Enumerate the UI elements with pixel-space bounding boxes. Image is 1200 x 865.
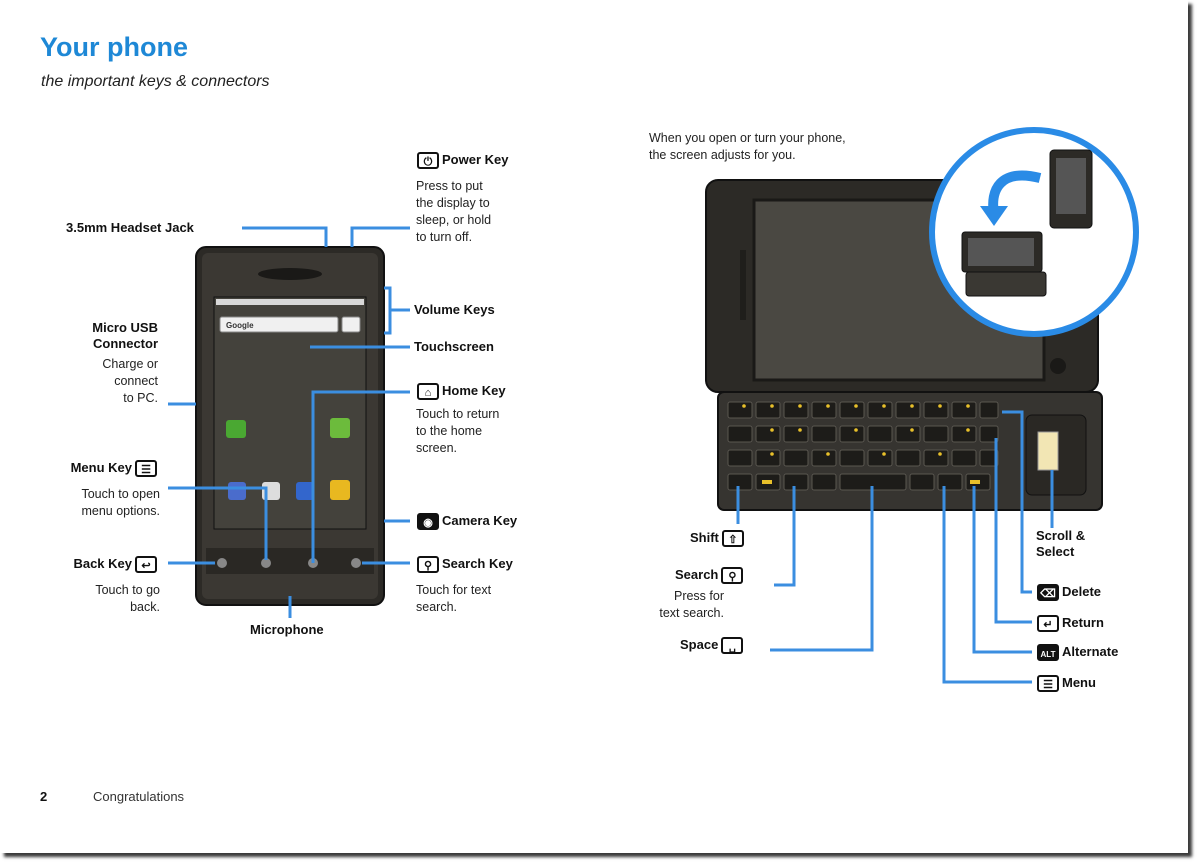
power-key-desc: Press to put the display to sleep, or ho…	[416, 179, 492, 244]
search-icon: ⚲	[417, 556, 439, 574]
right-phone-illustration	[705, 127, 1139, 684]
shift-icon: ⇧	[721, 530, 744, 548]
earpiece	[258, 268, 322, 280]
search-label: Search⚲	[675, 567, 746, 585]
headset-jack-label: 3.5mm Headset Jack	[66, 220, 194, 235]
return-icon: ↵	[1037, 615, 1059, 633]
delete-icon: ⌫	[1037, 584, 1059, 602]
callout-home-key	[311, 390, 410, 563]
page-title: Your phone	[40, 32, 188, 62]
menu-icon: ☰	[135, 460, 157, 478]
section-name: Congratulations	[93, 789, 185, 804]
microphone-label: Microphone	[250, 622, 324, 637]
intro-text: When you open or turn your phone, the sc…	[649, 131, 846, 162]
camera-icon: ◉	[417, 513, 439, 531]
callout-delete	[1002, 410, 1032, 594]
power-key-label: ⏻Power Key	[414, 152, 508, 170]
callout-menu-key	[168, 486, 268, 560]
shift-label: Shift⇧	[690, 530, 747, 548]
home-icon: ⌂	[417, 383, 439, 401]
back-icon: ↩	[135, 556, 157, 574]
back-key-desc: Touch to go back.	[95, 583, 160, 614]
menu-icon: ☰	[1037, 675, 1059, 693]
camera-key-label: ◉Camera Key	[414, 513, 517, 531]
back-key-label: Back Key↩	[30, 556, 160, 574]
callout-power-key	[350, 226, 410, 247]
volume-keys-label: Volume Keys	[414, 302, 495, 317]
callout-return	[994, 438, 1032, 624]
home-key-desc: Touch to return to the home screen.	[416, 407, 500, 455]
page-subtitle: the important keys & connectors	[41, 73, 270, 90]
power-icon: ⏻	[417, 152, 439, 170]
touchscreen-label: Touchscreen	[414, 339, 494, 354]
search-key-label: ⚲Search Key	[414, 556, 513, 574]
page-number: 2	[40, 789, 48, 804]
return-label: ↵Return	[1034, 615, 1104, 633]
callout-headset-jack	[242, 226, 328, 247]
screen-search-text: Google	[226, 321, 254, 330]
home-key-label: ⌂Home Key	[414, 383, 506, 401]
app-icon	[330, 418, 350, 438]
micro-usb-desc: Charge or connect to PC.	[102, 357, 158, 405]
app-icon	[226, 420, 246, 438]
app-icon	[296, 482, 314, 500]
alt-icon: ALT	[1037, 644, 1059, 662]
delete-label: ⌫Delete	[1034, 584, 1101, 602]
menu-key-label: Menu Key☰	[30, 460, 160, 478]
scroll-select-label: Scroll & Select	[1036, 528, 1086, 559]
keyboard-keys	[727, 401, 999, 491]
app-icon	[330, 480, 350, 500]
manual-page: Your phone the important keys & connecto…	[30, 32, 1139, 804]
space-icon: ␣	[721, 637, 744, 655]
callout-search	[774, 486, 796, 587]
space-label: Space␣	[680, 637, 746, 655]
menu-label: ☰Menu	[1034, 675, 1096, 693]
left-phone-illustration: Google	[168, 226, 410, 618]
micro-usb-label: Micro USB Connector	[92, 320, 158, 351]
search-key-desc: Touch for text search.	[416, 583, 492, 614]
callout-space	[770, 486, 874, 652]
search-icon: ⚲	[721, 567, 744, 585]
menu-key-desc: Touch to open menu options.	[81, 487, 160, 518]
callout-alternate	[972, 486, 1032, 654]
search-desc: Press for text search.	[659, 589, 724, 620]
callout-menu	[942, 486, 1032, 684]
